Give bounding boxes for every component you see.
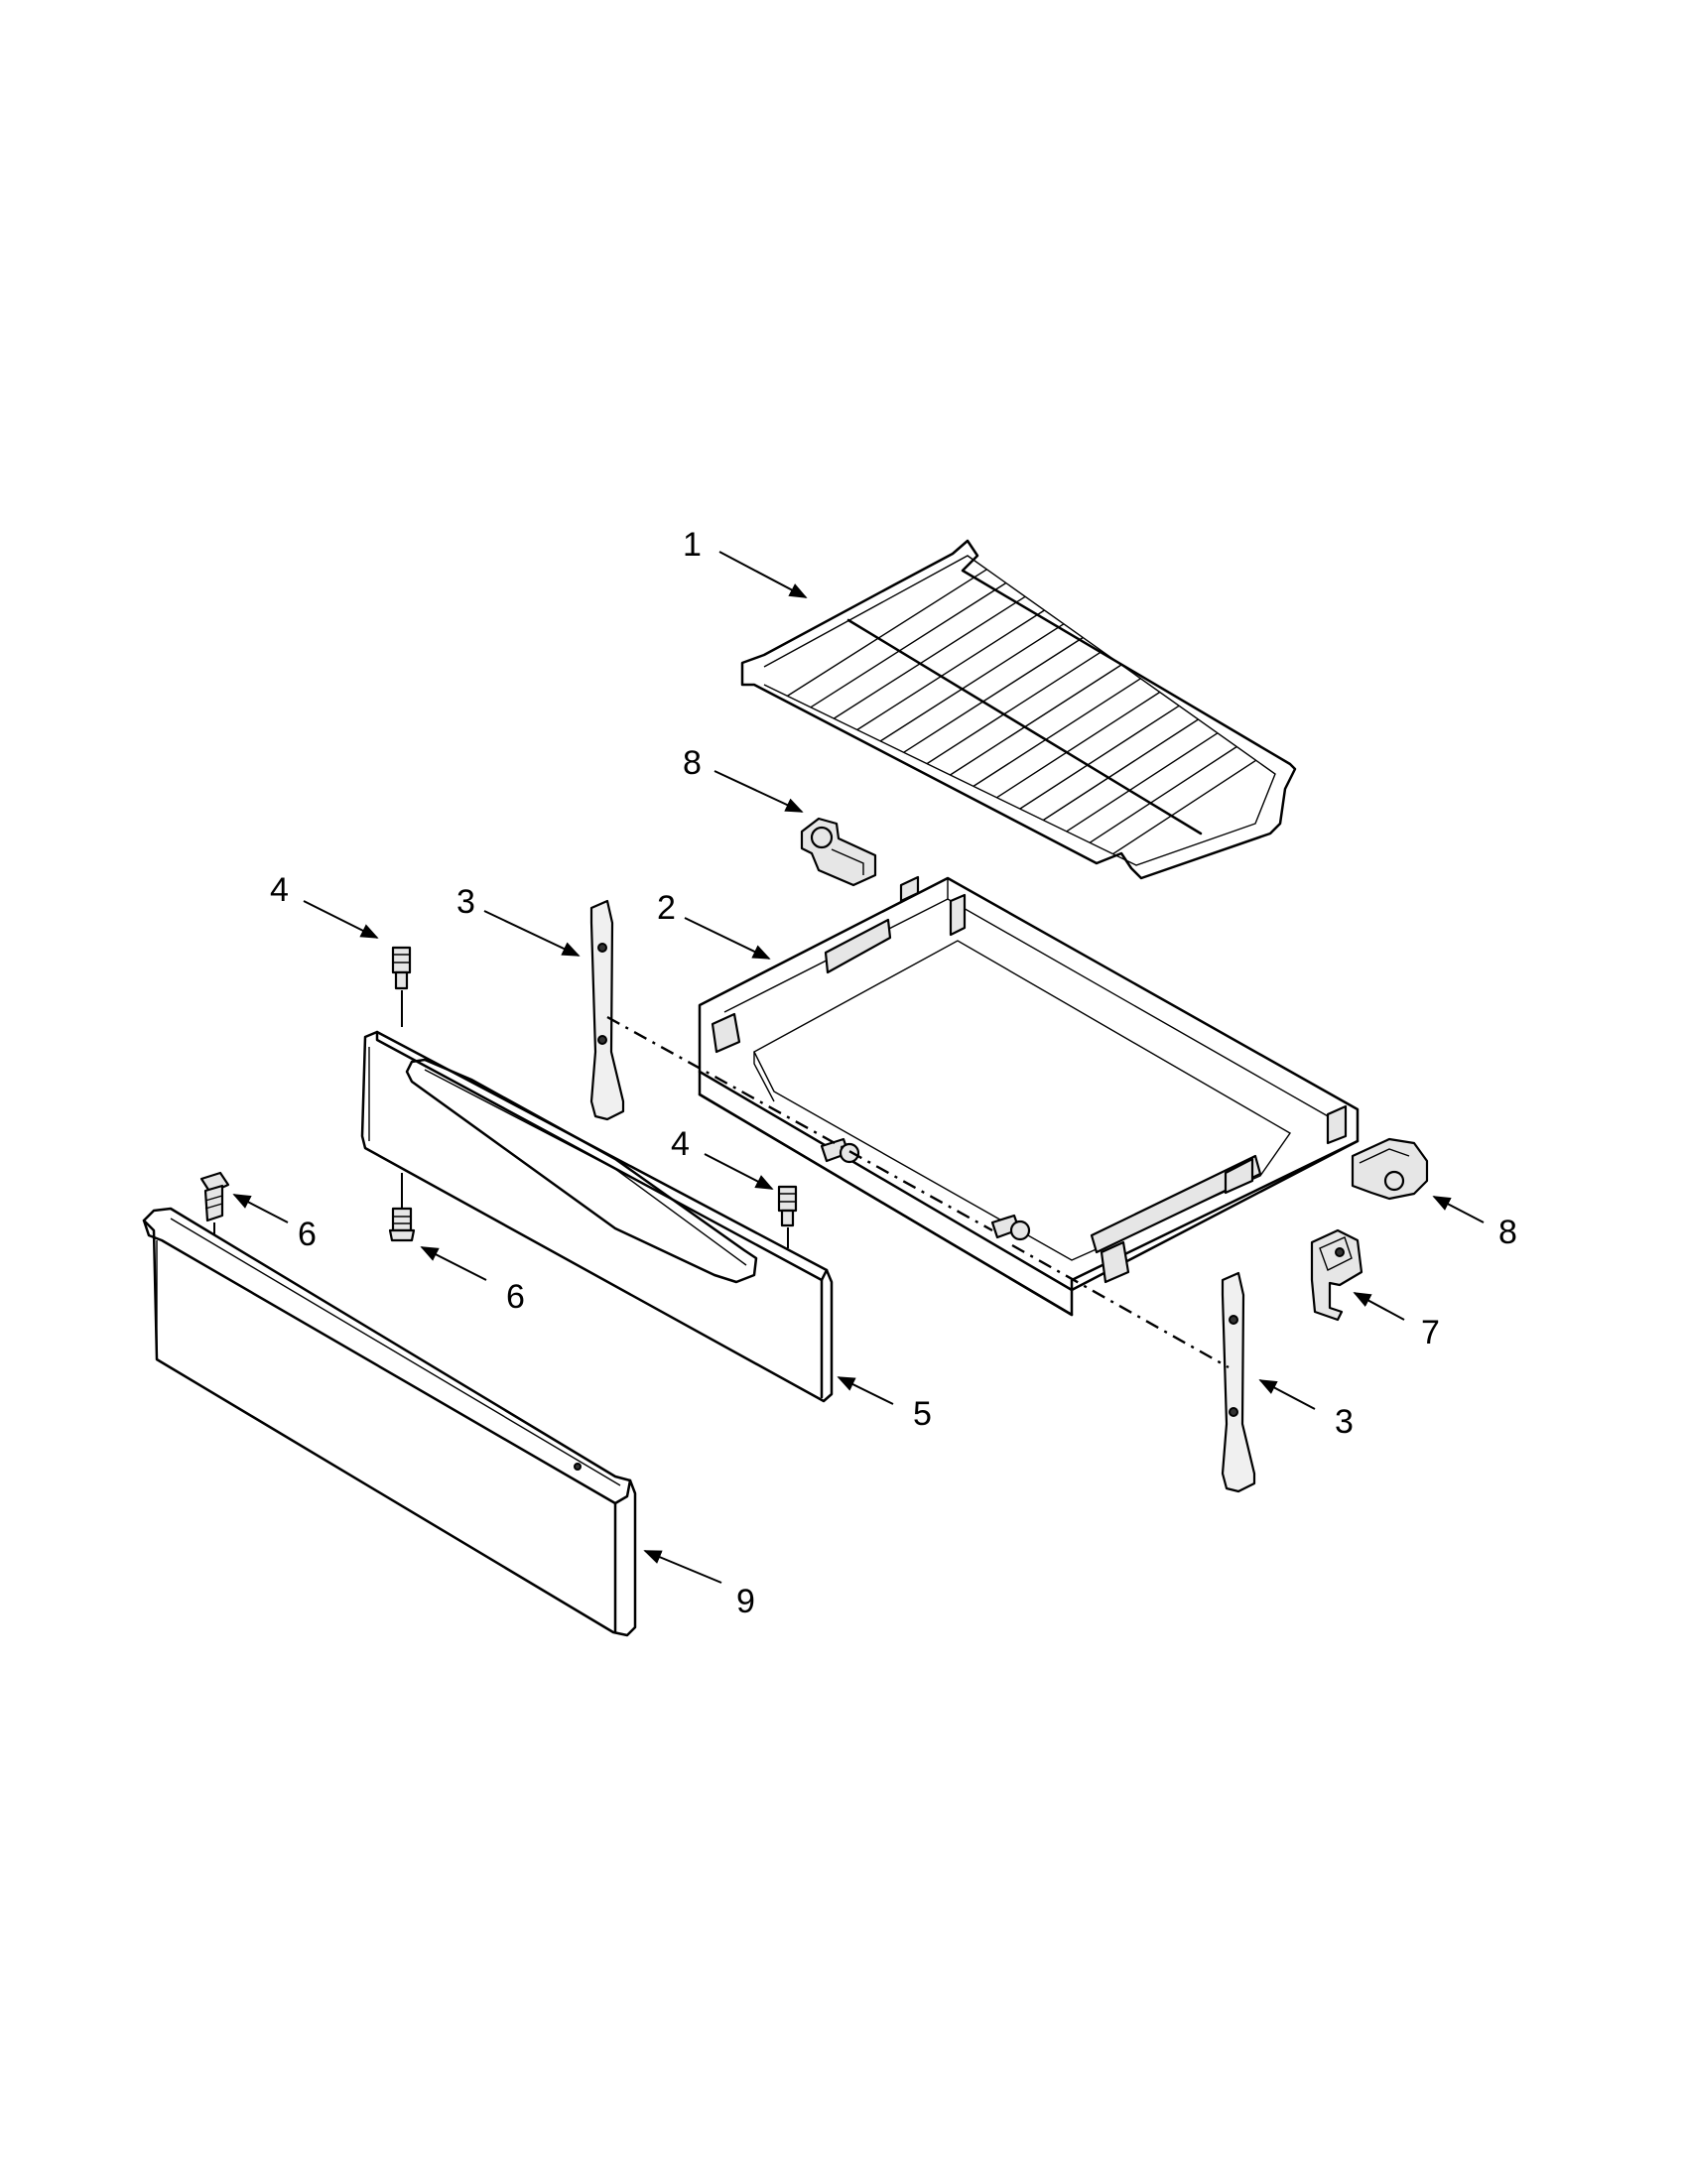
part-roller-top — [800, 817, 877, 887]
rack-wire — [996, 691, 1161, 799]
callout-6-left: 6 — [298, 1216, 317, 1253]
part-screw-right — [777, 1185, 798, 1248]
rack-wire — [856, 609, 1045, 731]
callout-5: 5 — [913, 1395, 932, 1433]
callout-3-right: 3 — [1335, 1403, 1354, 1441]
part-drawer-front-inner-panel — [360, 1030, 834, 1403]
leader-arrows — [232, 551, 1485, 1584]
rack-wire — [1066, 732, 1219, 833]
part-drawer-front-outer-panel — [142, 1207, 637, 1637]
rack-wire — [1089, 745, 1237, 843]
part-drawer-body — [698, 875, 1360, 1317]
part-screw-top-left — [391, 946, 412, 1027]
callout-1: 1 — [683, 526, 702, 564]
part-drawer-slide-right — [1221, 1271, 1256, 1493]
callout-8-top: 8 — [683, 744, 702, 782]
part-roller-right — [1351, 1137, 1429, 1201]
rack-wire — [1042, 718, 1199, 822]
rack-wire — [950, 664, 1122, 776]
rack-wire — [833, 595, 1026, 719]
part-drawer-clip — [1310, 1228, 1363, 1322]
callout-6-center: 6 — [506, 1278, 525, 1316]
callout-4-top: 4 — [270, 871, 289, 909]
rack-wire — [1112, 759, 1256, 855]
part-bolt-left — [199, 1171, 230, 1252]
callout-9: 9 — [736, 1583, 755, 1620]
callout-4-right: 4 — [671, 1125, 690, 1163]
rack-wire — [903, 636, 1084, 753]
rack-wire — [879, 623, 1065, 742]
rack-wire — [926, 650, 1103, 765]
rack-wire — [1019, 705, 1180, 810]
callout-3-left: 3 — [456, 883, 475, 921]
callout-8-right: 8 — [1498, 1214, 1517, 1251]
callout-7: 7 — [1421, 1314, 1440, 1351]
rack-wire — [973, 678, 1141, 787]
part-bolt-center — [388, 1173, 416, 1242]
callout-2: 2 — [657, 889, 676, 927]
part-oven-rack — [740, 539, 1297, 880]
part-drawer-slide-left — [589, 899, 625, 1121]
rack-wire — [787, 569, 987, 697]
rack-wire — [810, 581, 1007, 708]
